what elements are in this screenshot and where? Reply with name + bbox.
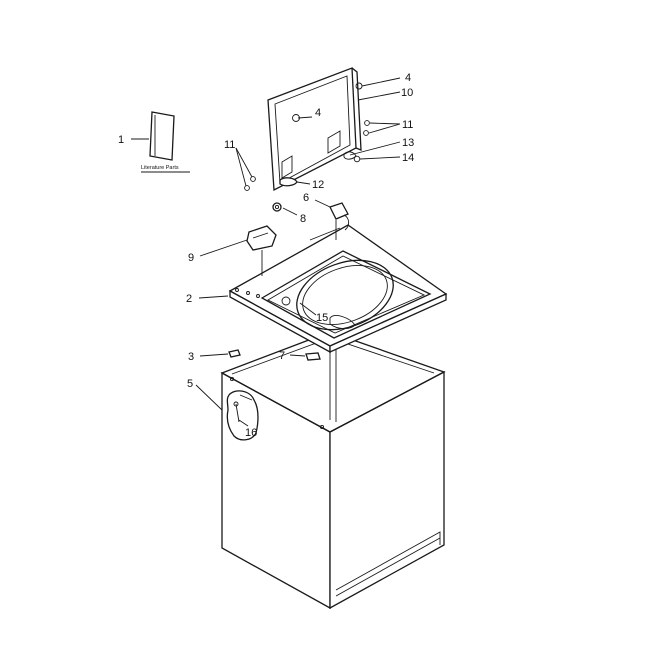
screw-part-3 (228, 349, 241, 358)
label-part-10: 10 (401, 87, 413, 99)
label-part-5: 5 (187, 378, 193, 390)
cabinet (220, 331, 446, 610)
label-part-11-right: 11 (402, 119, 413, 131)
literature-parts-caption: Literature Parts (141, 165, 179, 171)
label-part-9: 9 (188, 252, 194, 264)
lid (267, 67, 363, 192)
lid-switch (329, 202, 350, 240)
leader-lines (131, 77, 401, 427)
label-part-3: 3 (188, 351, 194, 363)
nut-part-8 (272, 202, 282, 212)
part-number-labels: 1 2 3 5 9 7 8 6 4 4 10 11 13 14 11 12 15… (118, 72, 414, 439)
label-part-13: 13 (402, 137, 414, 149)
top-panel (228, 224, 448, 354)
label-part-6: 6 (303, 192, 309, 204)
label-part-14: 14 (402, 152, 414, 164)
bracket-part-9 (246, 225, 277, 276)
literature-booklet (149, 111, 175, 161)
label-part-16: 16 (245, 427, 257, 439)
label-part-8: 8 (300, 213, 306, 225)
label-part-7: 7 (279, 350, 285, 362)
label-part-15: 15 (316, 312, 328, 324)
label-part-11-left: 11 (224, 139, 235, 151)
label-part-4-lid: 4 (315, 107, 321, 119)
detail-bubble-16 (226, 390, 259, 441)
label-part-2: 2 (186, 293, 192, 305)
clip-part-7 (305, 352, 321, 361)
label-part-12: 12 (312, 179, 324, 191)
label-part-4: 4 (405, 72, 411, 84)
hinge-hardware (244, 120, 370, 191)
label-part-1: 1 (118, 134, 124, 146)
